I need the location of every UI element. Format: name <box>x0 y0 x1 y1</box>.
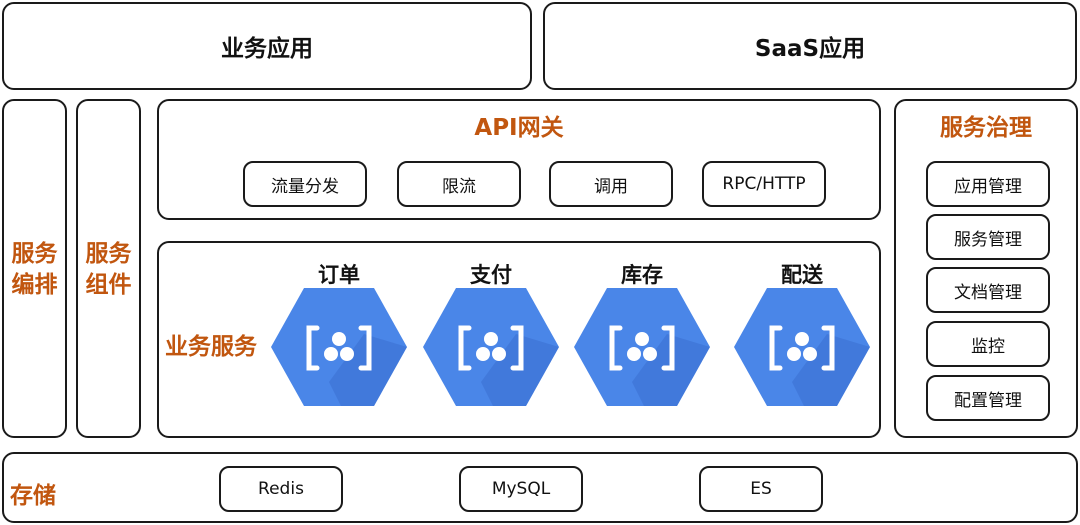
service-components-box: 服务 组件 <box>76 99 141 438</box>
saas-apps-box: SaaS应用 <box>543 2 1077 90</box>
service-governance-title: 服务治理 <box>940 115 1032 141</box>
storage-label: 存储 <box>10 483 56 509</box>
governance-item-doc-management: 文档管理 <box>926 267 1050 313</box>
microservice-hexagon-icon <box>734 288 870 406</box>
service-orchestration-label-line2: 编排 <box>11 272 58 298</box>
service-components-label-line1: 服务 <box>85 241 132 267</box>
storage-item-redis: Redis <box>219 466 343 512</box>
api-gateway-box: API网关 流量分发 限流 调用 RPC/HTTP <box>157 99 881 220</box>
gateway-item-invocation: 调用 <box>549 161 673 207</box>
storage-item-es: ES <box>699 466 823 512</box>
business-services-label: 业务服务 <box>165 334 257 360</box>
governance-item-app-management: 应用管理 <box>926 161 1050 207</box>
governance-item-monitoring: 监控 <box>926 321 1050 367</box>
microservice-hexagon-icon <box>574 288 710 406</box>
saas-apps-label: SaaS应用 <box>754 36 866 62</box>
gateway-item-traffic-distribution: 流量分发 <box>243 161 367 207</box>
api-gateway-title: API网关 <box>474 115 564 141</box>
service-payment-title: 支付 <box>470 263 512 287</box>
service-components-label-line2: 组件 <box>85 272 132 298</box>
business-apps-label: 业务应用 <box>221 36 313 62</box>
governance-item-config-management: 配置管理 <box>926 375 1050 421</box>
gateway-item-rpc-http: RPC/HTTP <box>702 161 826 207</box>
storage-item-mysql: MySQL <box>459 466 583 512</box>
microservice-hexagon-icon <box>271 288 407 406</box>
service-order-title: 订单 <box>318 263 360 287</box>
service-orchestration-box: 服务 编排 <box>2 99 67 438</box>
gateway-item-rate-limiting: 限流 <box>397 161 521 207</box>
business-services-box: 业务服务 订单 支付 库存 配送 <box>157 241 881 438</box>
service-governance-box: 服务治理 应用管理 服务管理 文档管理 监控 配置管理 <box>894 99 1078 438</box>
service-orchestration-label-line1: 服务 <box>11 241 58 267</box>
microservice-hexagon-icon <box>423 288 559 406</box>
governance-item-service-management: 服务管理 <box>926 214 1050 260</box>
service-delivery-title: 配送 <box>781 263 823 287</box>
storage-box: 存储 Redis MySQL ES <box>2 452 1078 523</box>
business-apps-box: 业务应用 <box>2 2 532 90</box>
service-inventory-title: 库存 <box>621 263 663 287</box>
